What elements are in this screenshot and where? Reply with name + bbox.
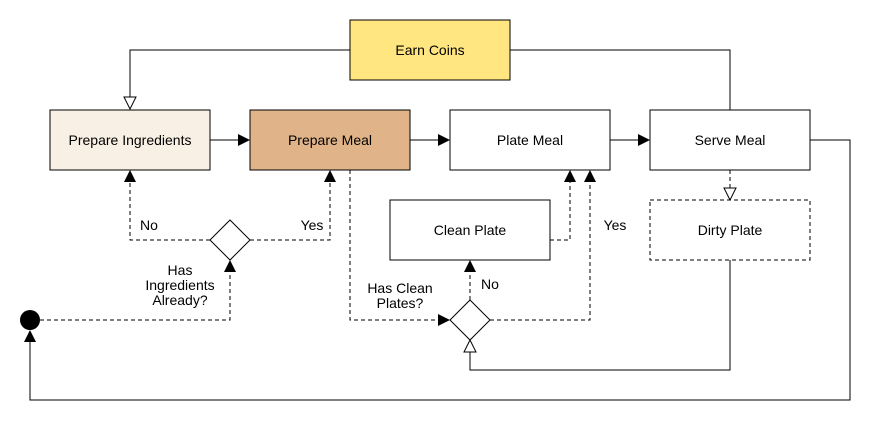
arrowhead	[24, 330, 36, 342]
connectors	[24, 49, 851, 401]
decision-has-clean-plates-line-1: Has Clean	[367, 280, 432, 296]
node-clean-plate-box	[389, 199, 551, 261]
hollow-arrowhead	[723, 187, 737, 202]
arrowhead	[438, 314, 450, 326]
edge-serve-meal-to-earn-coins	[510, 49, 731, 110]
node-prepare-meal-box	[249, 109, 411, 171]
edge-label-ingredients-no: No	[140, 217, 158, 233]
node-earn-coins-box	[349, 19, 511, 81]
edge-label-plates-no: No	[481, 276, 499, 292]
edge-dirty-plate-to-plates-decision	[469, 260, 731, 371]
node-prepare-ingredients-box	[49, 109, 211, 171]
node-plate-meal: Plate Meal	[449, 109, 611, 171]
node-earn-coins: Earn Coins	[349, 19, 511, 81]
edge-clean-plate-to-plate-meal	[550, 182, 571, 241]
edge-meal-to-plates-decision	[349, 170, 438, 321]
decision-has-ingredients-line-2: Ingredients	[145, 277, 214, 293]
edge-label-plates-yes: Yes	[604, 217, 627, 233]
node-plate-meal-box	[449, 109, 611, 171]
edge-start-to-ingredients-decision	[40, 272, 231, 321]
node-dirty-plate-label: Dirty Plate	[698, 222, 763, 238]
node-prepare-meal-label: Prepare Meal	[288, 132, 372, 148]
node-clean-plate-label: Clean Plate	[434, 222, 507, 238]
start-circle	[20, 310, 40, 330]
arrowhead	[438, 134, 450, 146]
node-prepare-ingredients-label: Prepare Ingredients	[69, 132, 192, 148]
decision-has-ingredients: Has Ingredients Already?	[145, 219, 251, 308]
edge-ingredients-yes	[250, 182, 331, 241]
arrowhead	[584, 170, 596, 182]
node-clean-plate: Clean Plate	[389, 199, 551, 261]
arrowhead	[124, 170, 136, 182]
decision-has-ingredients-line-1: Has	[168, 262, 193, 278]
node-prepare-ingredients: Prepare Ingredients	[49, 109, 211, 171]
decision-has-ingredients-line-3: Already?	[152, 292, 207, 308]
node-earn-coins-label: Earn Coins	[395, 42, 464, 58]
arrowhead	[464, 260, 476, 272]
edge-label-ingredients-yes: Yes	[301, 217, 324, 233]
edge-ingredients-no	[129, 182, 210, 241]
decision-has-ingredients-diamond	[209, 219, 251, 261]
hollow-arrowhead	[463, 338, 477, 353]
node-serve-meal: Serve Meal	[649, 109, 811, 171]
arrowhead	[224, 260, 236, 272]
hollow-arrowhead	[123, 96, 137, 111]
arrowhead	[238, 134, 250, 146]
edge-plates-yes	[490, 182, 591, 321]
arrowhead	[564, 170, 576, 182]
decision-has-clean-plates: Has Clean Plates?	[367, 280, 491, 341]
decision-has-clean-plates-line-2: Plates?	[377, 295, 424, 311]
node-prepare-meal: Prepare Meal	[249, 109, 411, 171]
node-dirty-plate: Dirty Plate	[649, 199, 811, 261]
node-serve-meal-label: Serve Meal	[695, 132, 766, 148]
node-serve-meal-box	[649, 109, 811, 171]
node-plate-meal-label: Plate Meal	[497, 132, 563, 148]
edge-serve-to-start	[29, 139, 851, 401]
arrowhead	[638, 134, 650, 146]
node-dirty-plate-box	[649, 199, 811, 261]
arrowhead	[324, 170, 336, 182]
edge-earn-coins-to-prepare-ingredients	[129, 49, 350, 97]
decision-has-clean-plates-diamond	[449, 299, 491, 341]
